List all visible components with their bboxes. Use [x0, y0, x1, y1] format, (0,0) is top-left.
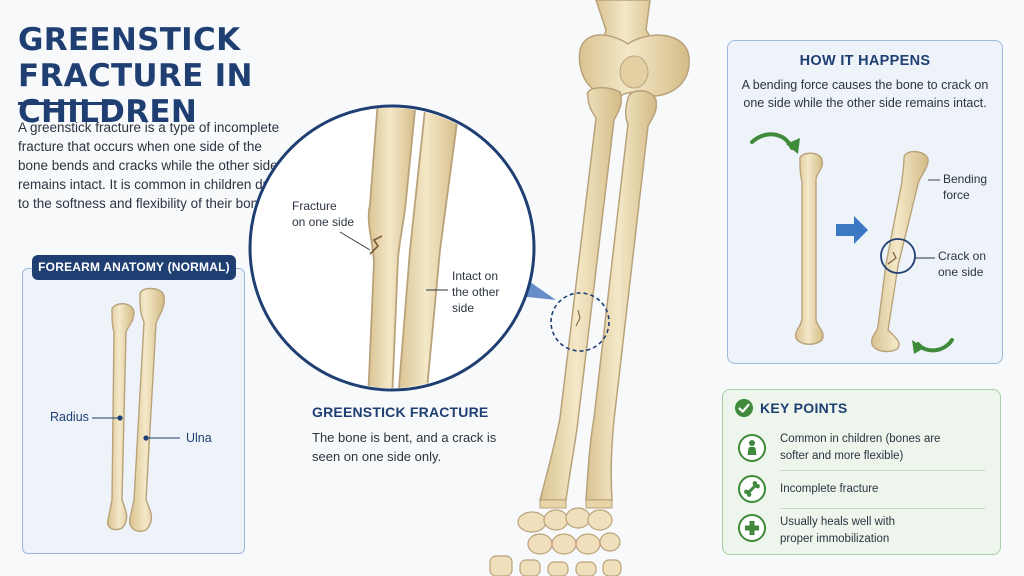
- how-it-happens-panel: [727, 40, 1003, 364]
- key-points-title: KEY POINTS: [760, 400, 848, 416]
- how-it-happens-bones: [750, 132, 954, 354]
- fracture-label: Fracture on one side: [292, 198, 354, 230]
- title-underline: [18, 102, 114, 105]
- key-points-panel: [722, 389, 1001, 555]
- key-point-3-line-1: Usually heals well with: [780, 516, 896, 528]
- key-point-3: Usually heals well with proper immobiliz…: [780, 514, 980, 548]
- skeleton-crack-mark: [575, 309, 581, 327]
- intact-label-line-2: the other: [452, 285, 500, 299]
- crack-label-line-2: one side: [938, 265, 984, 279]
- greenstick-caption-title: GREENSTICK FRACTURE: [312, 404, 489, 420]
- intact-label-line-3: side: [452, 301, 475, 315]
- crack-label-line-1: Crack on: [938, 249, 987, 263]
- crack-label: Crack on one side: [938, 248, 986, 280]
- intact-label: Intact on the other side: [452, 268, 499, 316]
- bone-icon: [738, 475, 766, 503]
- bending-label-line-2: force: [943, 188, 970, 202]
- key-point-3-line-2: proper immobilization: [780, 533, 890, 545]
- intro-paragraph: A greenstick fracture is a type of incom…: [18, 120, 280, 211]
- fracture-label-line-2: on one side: [292, 215, 355, 229]
- magnified-intact-bone: [397, 108, 462, 388]
- fracture-highlight-circle: [550, 292, 610, 352]
- how-it-happens-title: HOW IT HAPPENS: [799, 53, 931, 69]
- check-icon: [735, 399, 753, 417]
- bending-force-label: Bending force: [943, 171, 987, 203]
- radius-bone: [585, 90, 658, 501]
- child-icon: [738, 434, 766, 462]
- key-point-1-line-2: softer and more flexible): [780, 450, 904, 462]
- page-title: GREENSTICK FRACTURE IN CHILDREN: [18, 22, 253, 130]
- how-it-happens-text: A bending force causes the bone to crack…: [741, 78, 989, 110]
- greenstick-caption-text: The bone is bent, and a crack is seen on…: [312, 430, 497, 464]
- radius-label: Radius: [50, 410, 89, 424]
- key-point-1-line-1: Common in children (bones are: [780, 433, 941, 445]
- intact-label-line-1: Intact on: [452, 269, 499, 283]
- ulna-label: Ulna: [186, 431, 212, 445]
- fracture-label-line-1: Fracture: [292, 199, 337, 213]
- wrist-carpal-bones: [489, 507, 622, 576]
- bending-label-line-1: Bending: [943, 172, 988, 186]
- forearm-anatomy-title: FOREARM ANATOMY (NORMAL): [32, 255, 236, 280]
- key-points-divider-1: [780, 470, 985, 471]
- ulna-bone: [539, 86, 623, 501]
- key-point-1: Common in children (bones are softer and…: [780, 431, 980, 465]
- magnified-crack-mark: [369, 235, 383, 255]
- key-points-divider-2: [780, 508, 985, 509]
- key-point-2-line-1: Incomplete fracture: [780, 483, 879, 495]
- normal-forearm-overlay: [92, 287, 180, 532]
- medical-cross-icon: [738, 514, 766, 542]
- magnified-fractured-bone: [367, 108, 417, 388]
- key-point-2: Incomplete fracture: [780, 481, 980, 498]
